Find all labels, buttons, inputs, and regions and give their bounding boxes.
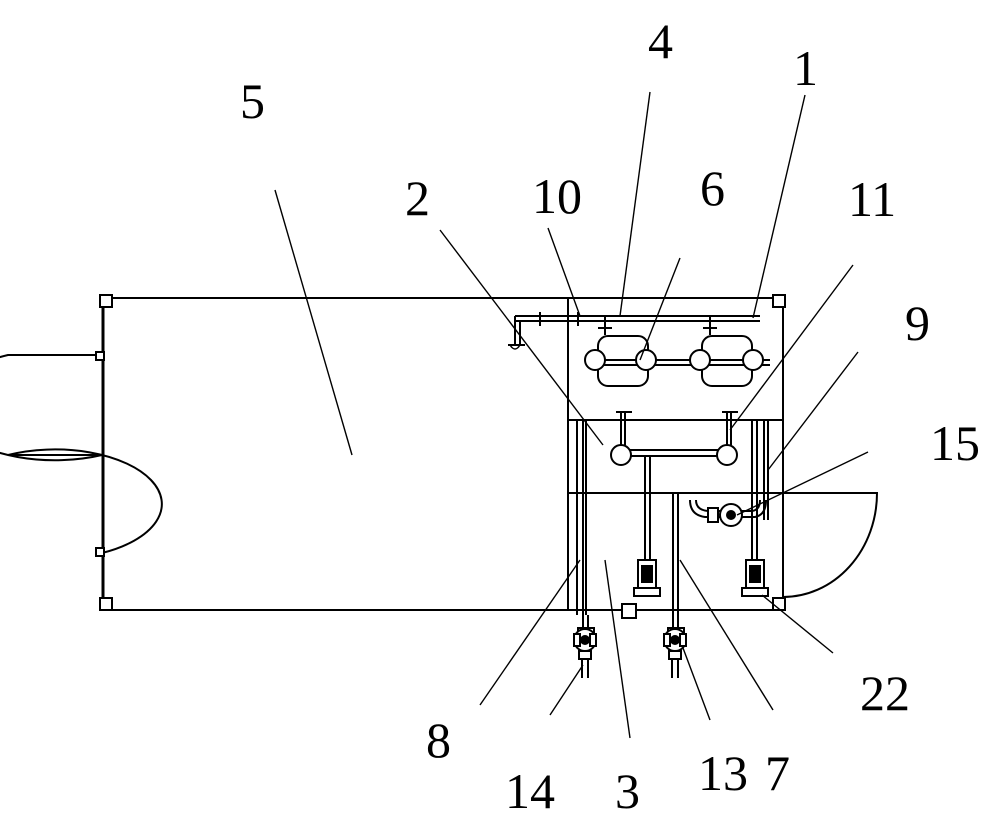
drain-box (621, 603, 637, 619)
label-15: 15 (930, 415, 980, 471)
label-14: 14 (505, 763, 555, 819)
top-pipe (508, 312, 760, 350)
left-vertical-pipes (576, 420, 589, 628)
label-22: 22 (860, 665, 910, 721)
label-9: 9 (905, 295, 930, 351)
pump-feed-pipes (644, 455, 683, 628)
label-2: 2 (405, 170, 430, 226)
label-6: 6 (700, 160, 725, 216)
label-7: 7 (765, 745, 790, 801)
label-3: 3 (615, 763, 640, 819)
label-10: 10 (532, 168, 582, 224)
bottom-valves (573, 627, 687, 678)
label-8: 8 (426, 712, 451, 768)
top-tanks (584, 335, 770, 387)
label-13: 13 (698, 745, 748, 801)
right-vertical-pipes (751, 420, 769, 560)
labels: 1 2 3 4 5 6 7 8 9 10 11 13 14 15 22 (240, 13, 980, 819)
label-1: 1 (793, 40, 818, 96)
right-door (782, 492, 879, 598)
pump-15 (689, 499, 767, 527)
label-11: 11 (848, 171, 896, 227)
middle-manifold (610, 411, 738, 466)
leader-lines (274, 91, 869, 739)
left-doors (0, 354, 163, 554)
submersible-pumps (633, 559, 769, 597)
label-4: 4 (648, 13, 673, 69)
label-5: 5 (240, 73, 265, 129)
